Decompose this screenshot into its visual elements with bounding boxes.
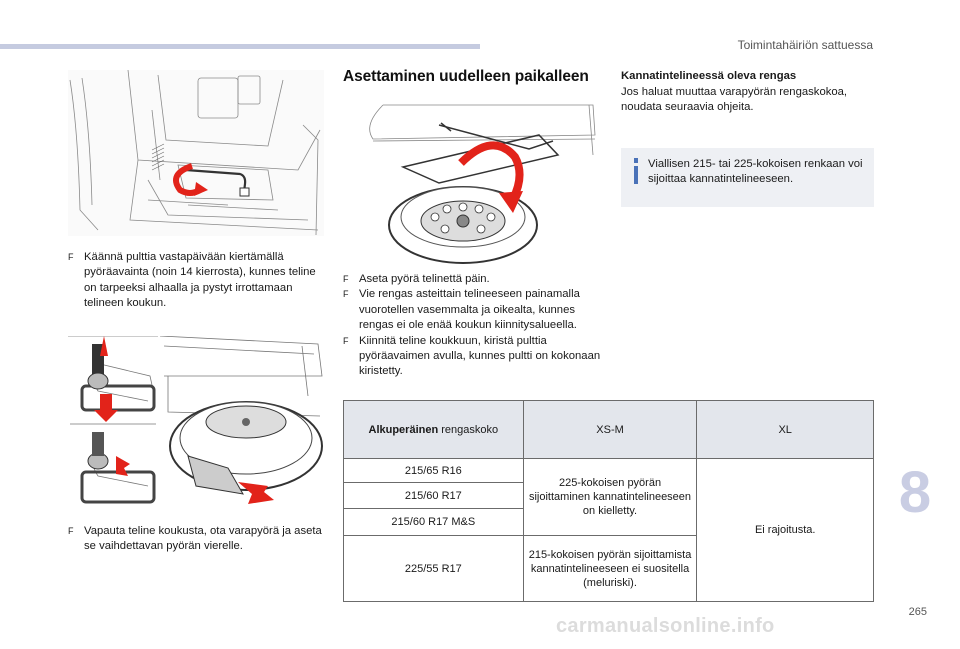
header-rest: rengaskoko <box>438 423 499 436</box>
info-note-text: Viallisen 215- tai 225-kokoisen renkaan … <box>648 158 863 186</box>
step1-bullets: F Käännä pulttia vastapäivään kiertämäll… <box>68 250 324 312</box>
watermark: carmanualsonline.info <box>556 615 775 637</box>
hook-release-illustration <box>68 336 324 512</box>
xsm-rule-cell: 215-kokoisen pyörän sijoittamista kannat… <box>522 535 698 602</box>
table-row: 225/55 R17 215-kokoisen pyörän sijoittam… <box>343 535 874 602</box>
info-icon-glyph <box>634 158 638 184</box>
table-header-xsm: XS-M <box>522 400 698 459</box>
table-header-xl: XL <box>696 400 874 459</box>
right-subheading: Kannatintelineessä oleva rengas <box>621 70 797 82</box>
running-title: Toimintahäiriön sattuessa <box>737 38 873 52</box>
reinstall-bullets: F Aseta pyörä telinettä päin. F Vie reng… <box>343 272 605 380</box>
page-number: 265 <box>908 606 927 618</box>
header-accent-bar <box>0 44 480 49</box>
table-row: 215/60 R17 M&S <box>343 508 874 536</box>
right-paragraph: Jos haluat muuttaa varapyörän rengaskoko… <box>621 86 848 114</box>
table-header-row: Alkuperäinen rengaskoko XS-M XL <box>343 400 874 459</box>
table-header-original-size: Alkuperäinen rengaskoko <box>343 400 524 459</box>
xsm-rule-cell: 225-kokoisen pyörän sijoittaminen kannat… <box>522 458 698 536</box>
chapter-number: 8 <box>898 460 932 525</box>
list-item: F Vie rengas asteittain telineeseen pain… <box>343 287 605 333</box>
list-item: F Kiinnitä teline koukkuun, kiristä pult… <box>343 334 605 380</box>
list-item: F Käännä pulttia vastapäivään kiertämäll… <box>68 250 324 312</box>
section-title: Asettaminen uudelleen paikalleen <box>343 68 589 85</box>
bullet-text: Käännä pulttia vastapäivään kiertämällä … <box>84 251 316 310</box>
xl-rule-cell: Ei rajoitusta. <box>696 458 874 602</box>
bullet-text: Vapauta teline koukusta, ota varapyörä j… <box>84 525 322 553</box>
bullet-marker: F <box>68 252 74 262</box>
header-bold: Alkuperäinen <box>368 423 439 436</box>
bullet-text: Aseta pyörä telinettä päin. <box>359 273 490 285</box>
list-item: F Vapauta teline koukusta, ota varapyörä… <box>68 524 324 555</box>
tire-size-cell: 215/60 R17 M&S <box>343 508 524 536</box>
step2-bullets: F Vapauta teline koukusta, ota varapyörä… <box>68 524 324 555</box>
tire-size-cell: 215/65 R16 <box>343 458 524 483</box>
bullet-marker: F <box>343 289 349 300</box>
figure-hook-release <box>68 336 324 512</box>
info-note: Viallisen 215- tai 225-kokoisen renkaan … <box>621 148 874 207</box>
bullet-text: Vie rengas asteittain telineeseen painam… <box>359 288 580 332</box>
bullet-marker: F <box>343 274 349 284</box>
list-item: F Aseta pyörä telinettä päin. <box>343 272 605 287</box>
info-icon <box>634 158 638 184</box>
bullet-text: Kiinnitä teline koukkuun, kiristä pultti… <box>359 334 601 378</box>
tire-size-cell: 225/55 R17 <box>343 535 524 602</box>
tire-size-cell: 215/60 R17 <box>343 482 524 509</box>
bullet-marker: F <box>68 526 74 536</box>
trunk-illustration <box>68 70 324 236</box>
figure-wheel-reinstall <box>343 95 603 265</box>
wheel-reinstall-illustration <box>343 95 603 265</box>
bullet-marker: F <box>343 335 349 346</box>
table-row: 215/65 R16 225-kokoisen pyörän sijoittam… <box>343 458 874 602</box>
tire-size-table: Alkuperäinen rengaskoko XS-M XL 215/65 R… <box>343 400 874 602</box>
figure-trunk-wrench <box>68 70 324 236</box>
